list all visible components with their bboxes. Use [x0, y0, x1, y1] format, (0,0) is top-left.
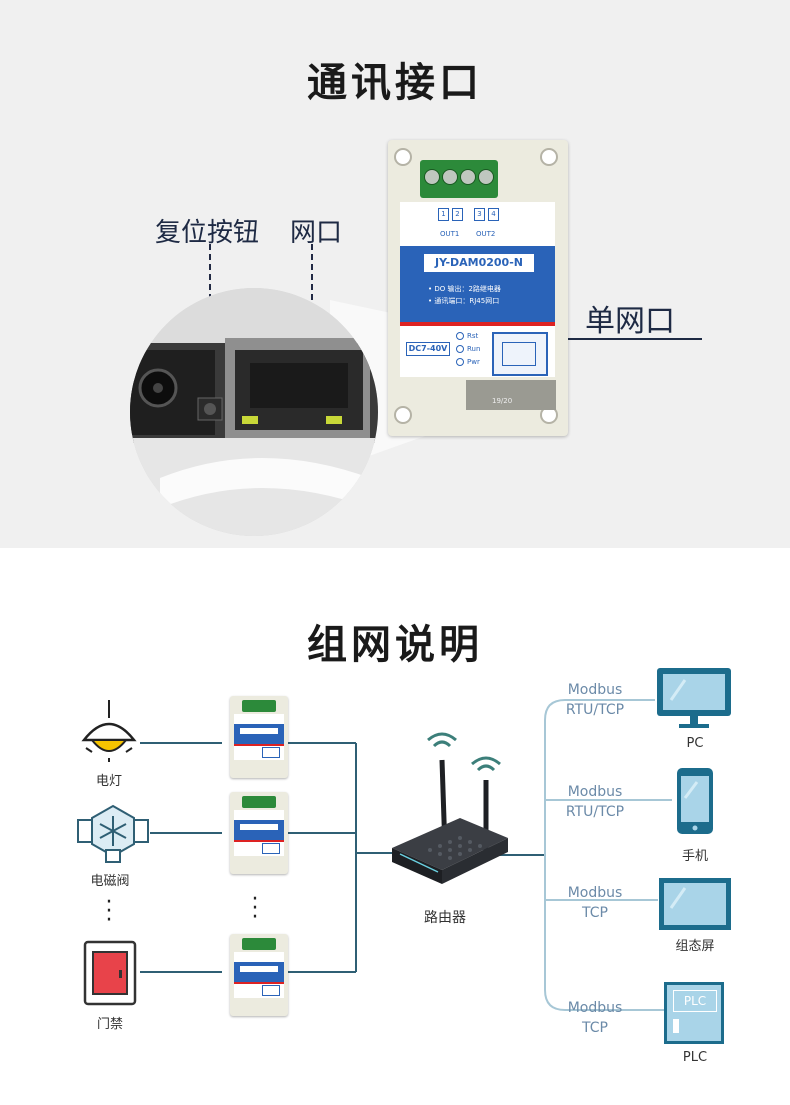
rj45-port-icon [492, 332, 548, 376]
led-rst: Rst [456, 332, 478, 340]
protocol-line: Modbus [567, 784, 623, 800]
relay-module-3 [230, 934, 288, 1016]
protocol-line: RTU/TCP [565, 804, 625, 820]
phone-label: 手机 [681, 849, 708, 864]
relay-module-1 [230, 696, 288, 778]
led-pwr: Pwr [456, 358, 480, 366]
interface-title: 通讯接口 [307, 60, 483, 106]
protocol-line: Modbus [567, 682, 623, 698]
mount-hole-icon [394, 148, 412, 166]
output-number: 3 [474, 208, 485, 221]
device-photo: 1 2 3 4 OUT1 OUT2 JY-DAM0200-N • DO 输出：2… [388, 140, 568, 436]
lamp-label: 电灯 [95, 774, 122, 789]
pc-monitor-icon [657, 668, 731, 728]
plc-protocol: Modbus TCP [560, 998, 630, 1038]
mount-hole-icon [540, 148, 558, 166]
pc-label: PC [686, 736, 704, 751]
device-spec-do: • DO 输出：2路继电器 [428, 285, 501, 293]
smartphone-icon [677, 768, 713, 834]
more-modules-ellipsis: ··· [251, 887, 259, 930]
hmi-screen-icon [659, 878, 731, 930]
plc-icon: PLC [664, 982, 724, 1044]
protocol-line: Modbus [567, 1000, 623, 1016]
router-label: 路由器 [424, 910, 466, 926]
side-mark: 19/20 [492, 397, 513, 405]
zoom-circle [130, 288, 378, 536]
led-run: Run [456, 345, 480, 353]
out2-label: OUT2 [476, 230, 496, 238]
output-number: 1 [438, 208, 449, 221]
device-spec-port: • 通讯端口：RJ45网口 [428, 297, 500, 305]
output-number: 2 [452, 208, 463, 221]
mount-hole-icon [394, 406, 412, 424]
plc-screen-label: PLC [673, 990, 717, 1012]
hmi-label: 组态屏 [675, 939, 715, 954]
interface-section: 通讯接口 复位按钮 网口 [0, 0, 790, 548]
reset-button-label: 复位按钮 [155, 218, 260, 248]
device-model: JY-DAM0200-N [424, 254, 534, 272]
solenoid-valve-icon [77, 804, 149, 863]
protocol-line: RTU/TCP [565, 702, 625, 718]
pc-protocol: Modbus RTU/TCP [560, 680, 630, 720]
access-control-icon [83, 940, 137, 1006]
access-label: 门禁 [96, 1017, 123, 1032]
port-closeup-image [130, 288, 378, 536]
more-loads-ellipsis: ··· [105, 890, 113, 933]
port-label: 网口 [290, 218, 343, 248]
power-rating: DC7-40V [406, 342, 450, 356]
protocol-line: Modbus [567, 885, 623, 901]
terminal-block [420, 160, 498, 198]
plc-label: PLC [682, 1050, 708, 1065]
relay-module-2 [230, 792, 288, 874]
protocol-line: TCP [582, 1020, 608, 1036]
lamp-icon [81, 700, 137, 762]
single-port-pointer-line [568, 338, 702, 340]
valve-label: 电磁阀 [90, 874, 130, 889]
device-label-panel: 1 2 3 4 OUT1 OUT2 JY-DAM0200-N • DO 输出：2… [400, 202, 555, 377]
network-title: 组网说明 [307, 622, 483, 668]
single-port-label: 单网口 [585, 304, 675, 339]
out1-label: OUT1 [440, 230, 460, 238]
router-icon [392, 732, 508, 884]
protocol-line: TCP [582, 905, 608, 921]
phone-protocol: Modbus RTU/TCP [560, 782, 630, 822]
hmi-protocol: Modbus TCP [560, 883, 630, 923]
output-number: 4 [488, 208, 499, 221]
